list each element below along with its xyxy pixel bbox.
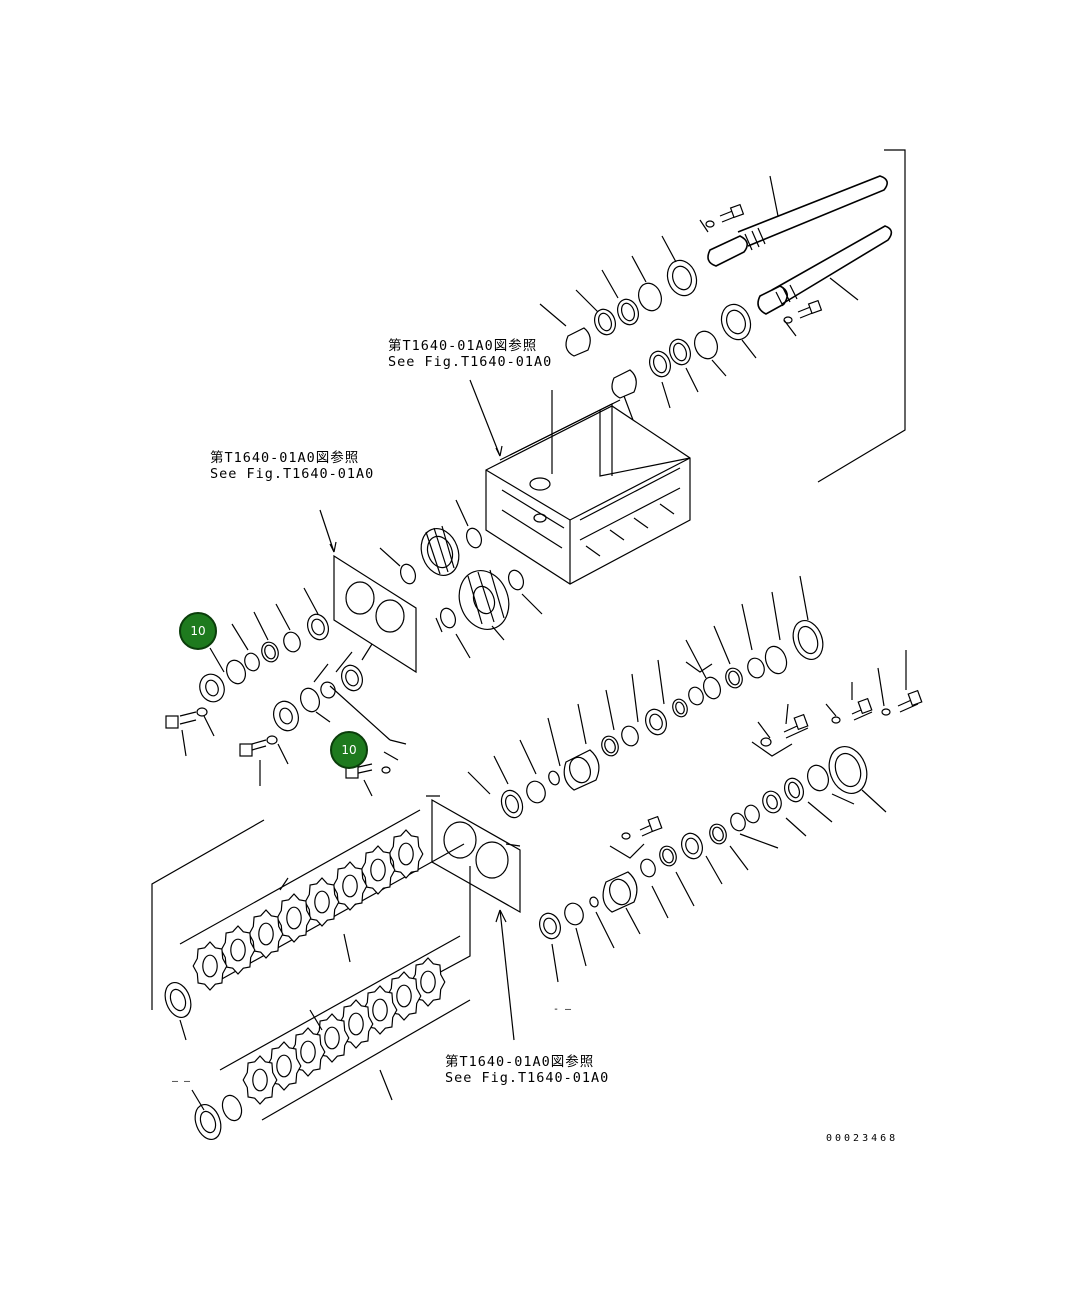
- rear-cover-plate: [369, 795, 521, 1041]
- reference-note-top-jp: 第T1640-01A0図参照: [388, 338, 538, 354]
- upper-gear-stack: [151, 809, 465, 1041]
- reference-note-top-en: See Fig.T1640-01A0: [388, 354, 553, 370]
- dash-mark-right: - –: [553, 1004, 572, 1015]
- left-cover-plate: [165, 509, 417, 797]
- gear-disk: [276, 893, 312, 943]
- middle-gears: [379, 499, 543, 659]
- reference-note-bottom: 第T1640-01A0図参照 See Fig.T1640-01A0: [445, 1054, 609, 1086]
- reference-note-top: 第T1640-01A0図参照 See Fig.T1640-01A0: [388, 338, 552, 370]
- lower-gear-stack: [191, 935, 471, 1141]
- drawing-code: 00023468: [826, 1133, 899, 1144]
- part-callout-10-lower[interactable]: 10: [330, 731, 368, 769]
- reference-note-left: 第T1640-01A0図参照 See Fig.T1640-01A0: [210, 450, 374, 482]
- reference-note-bottom-jp: 第T1640-01A0図参照: [445, 1054, 595, 1070]
- reference-note-bottom-en: See Fig.T1640-01A0: [445, 1070, 610, 1086]
- reference-note-left-jp: 第T1640-01A0図参照: [210, 450, 360, 466]
- dash-mark-left: – –: [172, 1076, 191, 1087]
- main-case: [469, 379, 691, 585]
- gear-disk: [242, 1055, 278, 1105]
- gear-disk: [192, 941, 228, 991]
- upper-shaft-assembly: [539, 149, 906, 483]
- right-middle-parts: [467, 575, 923, 983]
- reference-note-left-en: See Fig.T1640-01A0: [210, 466, 375, 482]
- part-callout-10-upper[interactable]: 10: [179, 612, 217, 650]
